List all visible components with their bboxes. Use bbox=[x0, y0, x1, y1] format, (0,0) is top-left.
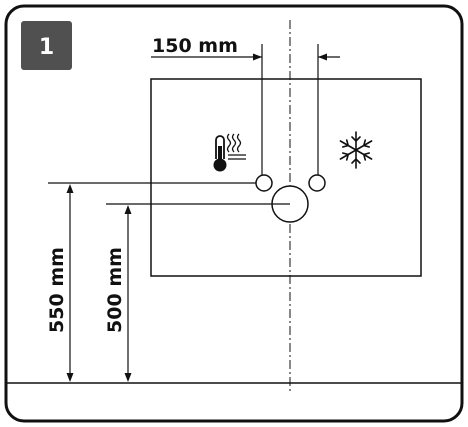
width-dimension: 150 mm bbox=[151, 35, 340, 175]
height-dimension-outer: 550 mm bbox=[46, 184, 74, 382]
step-number: 1 bbox=[39, 35, 54, 60]
arrowhead-bottom bbox=[124, 373, 132, 382]
panel-frame bbox=[4, 4, 464, 423]
cold-water-connection bbox=[308, 174, 326, 192]
step-badge: 1 bbox=[21, 21, 72, 70]
arrowhead-bottom bbox=[66, 373, 74, 382]
height-outer-label: 550 mm bbox=[46, 247, 68, 333]
hot-water-connection bbox=[255, 174, 273, 192]
arrowhead-left bbox=[253, 53, 262, 61]
appliance-outline bbox=[150, 78, 422, 277]
height-inner-label: 500 mm bbox=[104, 247, 126, 333]
arrowhead-top bbox=[124, 205, 132, 214]
height-dimension-inner: 500 mm bbox=[104, 205, 132, 382]
arrowhead-right bbox=[318, 53, 327, 61]
arrowhead-top bbox=[66, 184, 74, 193]
snowflake-icon bbox=[339, 131, 373, 169]
thermometer-heat-icon bbox=[213, 133, 246, 172]
width-dimension-label: 150 mm bbox=[152, 35, 238, 57]
